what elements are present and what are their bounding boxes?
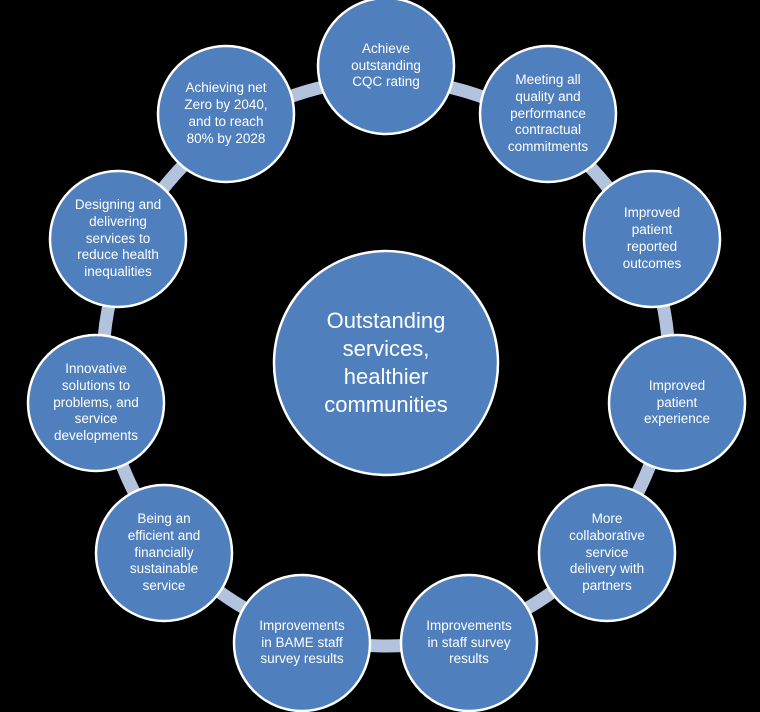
goal-node-innovative — [26, 333, 166, 473]
center-circle — [272, 249, 500, 477]
goal-node-quality — [478, 44, 618, 184]
goal-node-staff-survey — [399, 573, 539, 712]
goal-node-collaborative — [537, 483, 677, 623]
goal-node-net-zero — [156, 44, 296, 184]
goal-node-inequalities — [48, 169, 188, 309]
goal-node-outcomes — [582, 169, 722, 309]
goal-node-cqc — [316, 0, 456, 136]
goal-node-bame — [232, 573, 372, 712]
goal-node-experience — [607, 333, 747, 473]
goal-node-efficient — [94, 483, 234, 623]
